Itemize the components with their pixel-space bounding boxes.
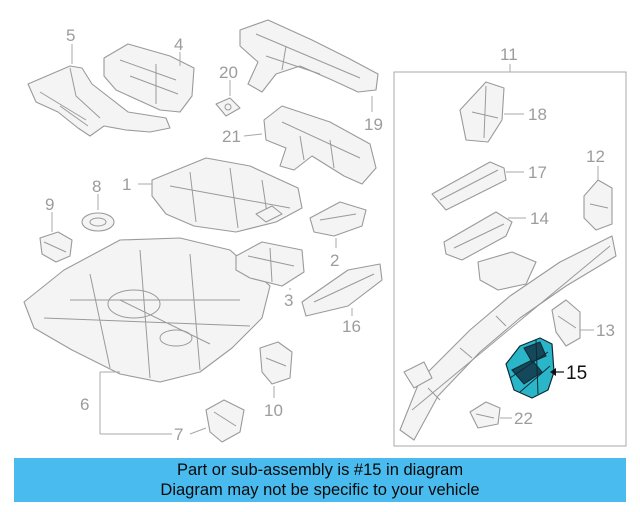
part-22-bracket[interactable] <box>469 401 501 429</box>
callout-17[interactable]: 17 <box>528 163 547 182</box>
part-6-floor-panel[interactable] <box>23 237 271 383</box>
callout-2[interactable]: 2 <box>330 251 339 270</box>
callout-5[interactable]: 5 <box>66 26 75 45</box>
callout-1[interactable]: 1 <box>122 175 131 194</box>
callout-14[interactable]: 14 <box>530 209 549 228</box>
callout-4[interactable]: 4 <box>174 35 183 54</box>
part-8-grommet[interactable] <box>81 212 115 232</box>
callout-15[interactable]: 15 <box>566 363 587 384</box>
part-17-strip[interactable] <box>431 161 507 211</box>
callout-8[interactable]: 8 <box>92 177 101 196</box>
part-21-rail[interactable] <box>263 105 377 185</box>
info-banner: Part or sub-assembly is #15 in diagram D… <box>14 458 626 502</box>
part-9-bracket[interactable] <box>39 231 73 263</box>
callout-10[interactable]: 10 <box>264 401 283 420</box>
part-18-bracket[interactable] <box>459 81 505 143</box>
callout-19[interactable]: 19 <box>364 115 383 134</box>
part-20-plate[interactable] <box>215 97 241 117</box>
callout-13[interactable]: 13 <box>596 321 615 340</box>
callout-20[interactable]: 20 <box>219 63 238 82</box>
callout-9[interactable]: 9 <box>45 195 54 214</box>
part-2-bracket[interactable] <box>309 201 367 237</box>
leader-7 <box>100 427 207 435</box>
part-10-bracket[interactable] <box>259 341 293 385</box>
leader-6 <box>99 371 120 434</box>
part-19-member[interactable] <box>239 19 379 93</box>
leader-21 <box>243 133 263 137</box>
part-5-crossmember[interactable] <box>27 65 171 137</box>
callout-18[interactable]: 18 <box>528 105 547 124</box>
part-14-bracket[interactable] <box>443 211 513 261</box>
banner-line-2: Diagram may not be specific to your vehi… <box>160 481 480 499</box>
banner-line-1: Part or sub-assembly is #15 in diagram <box>176 461 464 479</box>
arrowhead-15 <box>550 368 556 376</box>
callout-7[interactable]: 7 <box>174 425 183 444</box>
part-15-highlighted-bracket[interactable] <box>505 337 555 399</box>
part-13-bracket[interactable] <box>551 299 581 347</box>
part-12-bracket[interactable] <box>583 179 613 231</box>
callout-16[interactable]: 16 <box>342 317 361 336</box>
callout-22[interactable]: 22 <box>514 409 533 428</box>
callout-21[interactable]: 21 <box>222 127 241 146</box>
callout-12[interactable]: 12 <box>586 147 605 166</box>
exploded-parts-diagram: 5 4 20 19 21 <box>23 19 627 447</box>
part-11-side-rail[interactable] <box>399 235 617 441</box>
callout-11[interactable]: 11 <box>500 45 518 64</box>
part-16-rail[interactable] <box>301 263 383 317</box>
part-3-bracket[interactable] <box>235 241 305 287</box>
callout-3[interactable]: 3 <box>284 291 293 310</box>
part-1-wheel-well[interactable] <box>151 157 303 233</box>
part-7-bracket[interactable] <box>205 399 245 443</box>
part-4-bracket[interactable] <box>103 43 195 113</box>
callout-6[interactable]: 6 <box>80 395 89 414</box>
